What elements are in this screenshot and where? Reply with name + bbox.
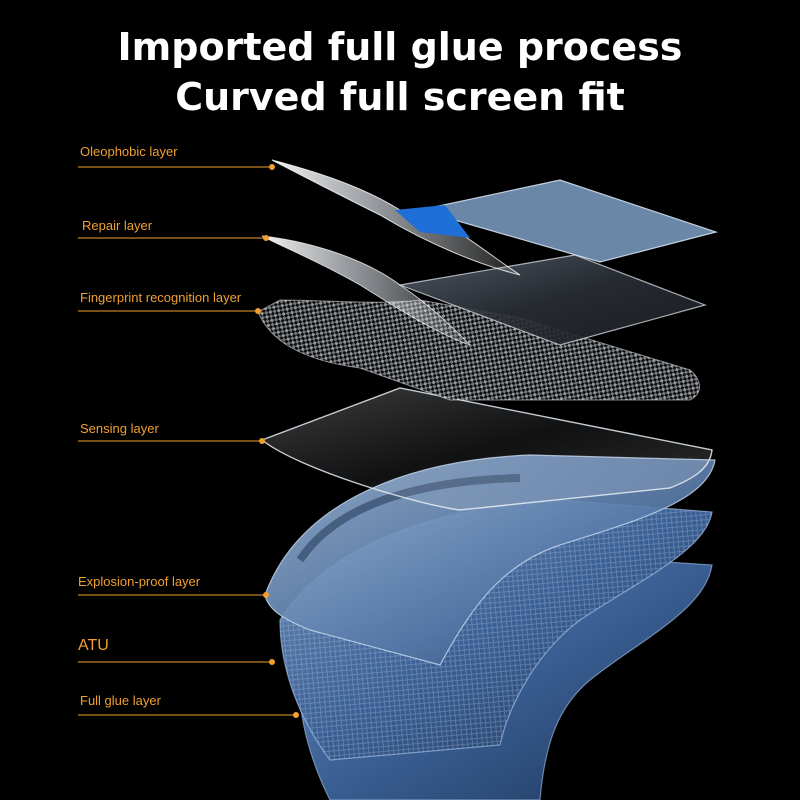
headline-line-1: Imported full glue process: [117, 25, 683, 69]
label-repair-layer: Repair layer: [82, 218, 153, 233]
label-atu: ATU: [78, 637, 109, 654]
label-fingerprint-recognition-layer: Fingerprint recognition layer: [80, 290, 242, 305]
repair-layer-shape: [261, 235, 707, 346]
sensing-layer-shape: [260, 387, 713, 511]
oleophobic-layer-shape: [271, 159, 719, 276]
label-oleophobic-layer: Oleophobic layer: [80, 144, 178, 159]
headline: Imported full glue process Curved full s…: [0, 22, 800, 122]
label-explosion-proof-layer: Explosion-proof layer: [78, 574, 201, 589]
label-sensing-layer: Sensing layer: [80, 421, 159, 436]
leader-lines: [78, 164, 299, 718]
headline-line-2: Curved full screen fit: [175, 75, 625, 119]
label-full-glue-layer: Full glue layer: [80, 693, 161, 708]
fingerprint-layer-shape: [257, 299, 700, 401]
